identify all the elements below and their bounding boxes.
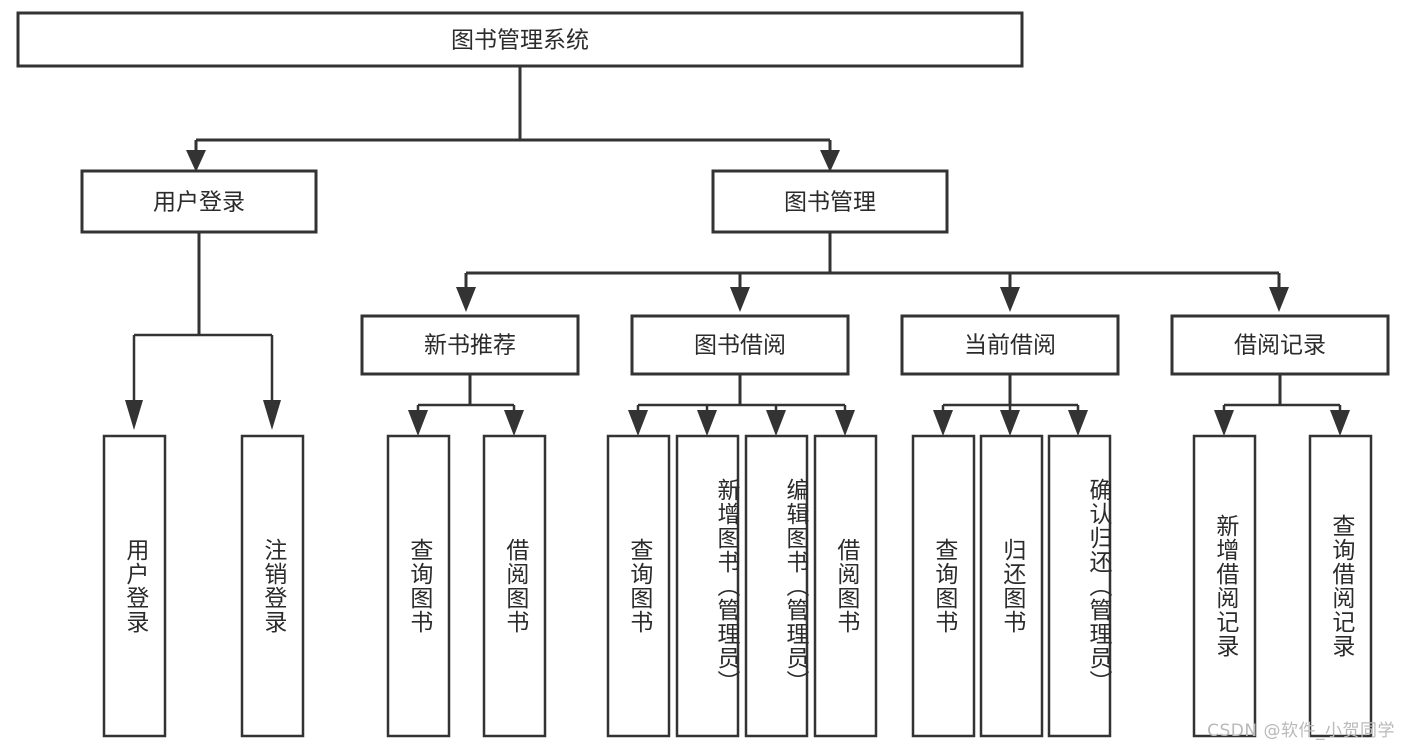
node-book-borrow-box[interactable] <box>630 314 850 376</box>
arrow-br-c2 <box>1330 410 1350 436</box>
edges-layer <box>125 66 1350 436</box>
node-book-borrow[interactable]: 图书借阅 <box>630 314 850 376</box>
leaf-box-add-record[interactable] <box>1192 434 1257 738</box>
node-user-login-box[interactable] <box>80 169 318 234</box>
node-book-borrow-label: 图书借阅 <box>694 333 786 359</box>
arrow-br-c1 <box>1214 410 1234 436</box>
node-borrow-record[interactable]: 借阅记录 <box>1170 314 1390 376</box>
node-root-box[interactable] <box>16 11 1024 68</box>
node-new-book-rec-label: 新书推荐 <box>424 333 516 359</box>
leaf-box-add-book[interactable] <box>675 434 740 738</box>
leaf-box-query-record[interactable] <box>1308 434 1373 738</box>
arrow-root-to-userlogin <box>186 150 206 172</box>
arrow-bm-c4 <box>1269 287 1289 312</box>
node-book-manage-box[interactable] <box>711 169 949 234</box>
node-borrow-record-label: 借阅记录 <box>1234 333 1326 359</box>
arrow-userlogin-c1 <box>125 400 143 430</box>
arrow-bm-c2 <box>730 287 750 312</box>
leaf-box-edit-book[interactable] <box>744 434 809 738</box>
node-root[interactable]: 图书管理系统 <box>16 11 1024 68</box>
nodes-layer: 图书管理系统 用户登录 图书管理 新书推荐 图书借阅 当前 <box>16 11 1390 738</box>
node-user-login[interactable]: 用户登录 <box>80 169 318 234</box>
leaf-box-user-logout[interactable] <box>240 434 305 738</box>
arrow-userlogin-c2 <box>263 400 281 430</box>
leaf-box-confirm-return[interactable] <box>1047 434 1112 738</box>
arrow-bb-c2 <box>697 410 717 436</box>
node-book-manage[interactable]: 图书管理 <box>711 169 949 234</box>
arrow-root-to-bookmanage <box>820 150 840 172</box>
arrow-bm-c3 <box>1000 287 1020 312</box>
arrow-bb-c1 <box>628 410 648 436</box>
leaf-box-borrow-book-2[interactable] <box>813 434 878 738</box>
node-current-borrow-box[interactable] <box>900 314 1120 376</box>
node-current-borrow-label: 当前借阅 <box>964 333 1056 359</box>
leaf-box-return-book[interactable] <box>979 434 1044 738</box>
csdn-watermark: CSDN @软件_小贺同学 <box>1207 721 1395 741</box>
node-book-manage-label: 图书管理 <box>784 190 876 216</box>
arrow-bb-c3 <box>766 410 786 436</box>
node-root-label: 图书管理系统 <box>451 28 589 54</box>
node-current-borrow[interactable]: 当前借阅 <box>900 314 1120 376</box>
arrow-newbook-c1 <box>408 410 428 436</box>
arrow-bm-c1 <box>456 287 476 312</box>
leaf-box-borrow-book-1[interactable] <box>482 434 547 738</box>
arrow-cb-c2 <box>1000 410 1020 436</box>
node-borrow-record-box[interactable] <box>1170 314 1390 376</box>
leaf-box-query-book-2[interactable] <box>606 434 671 738</box>
arrow-cb-c1 <box>933 410 953 436</box>
arrow-cb-c3 <box>1068 410 1088 436</box>
node-new-book-rec[interactable]: 新书推荐 <box>360 314 580 376</box>
leaf-box-query-book-3[interactable] <box>911 434 976 738</box>
node-user-login-label: 用户登录 <box>153 190 245 216</box>
arrow-bb-c4 <box>835 410 855 436</box>
arrow-newbook-c2 <box>504 410 524 436</box>
leaf-box-query-book-1[interactable] <box>386 434 451 738</box>
leaf-box-user-login[interactable] <box>102 434 167 738</box>
node-new-book-rec-box[interactable] <box>360 314 580 376</box>
